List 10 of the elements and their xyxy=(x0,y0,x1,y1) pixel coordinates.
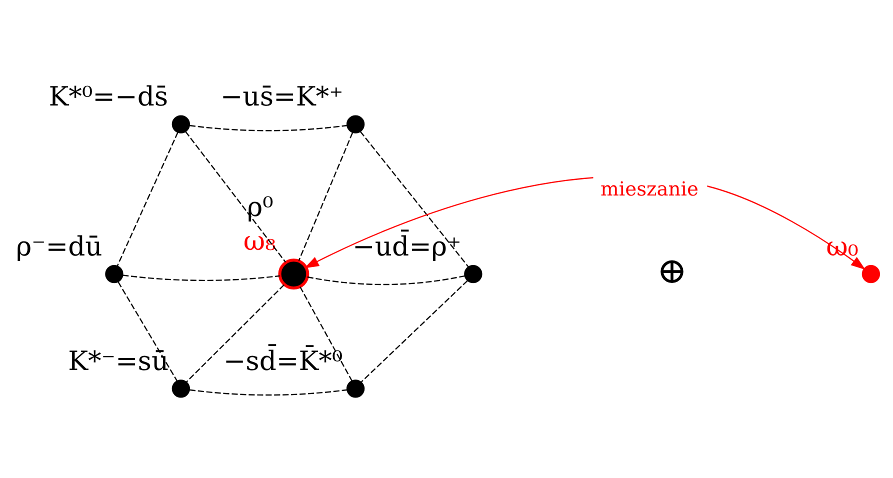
node-label: ω₈ xyxy=(243,225,276,256)
node-label: ρ⁰ xyxy=(247,191,274,222)
edge-label: mieszanie xyxy=(600,177,698,200)
node-label: ρ⁻=dū xyxy=(16,230,102,262)
node-label: −sd̄=K̄*⁰ xyxy=(223,345,343,376)
node-label: −ud̄=ρ⁺ xyxy=(352,230,462,262)
label: ⊕ xyxy=(656,248,688,292)
node-label: −us̄=K*⁺ xyxy=(220,81,344,112)
node-label: K*⁰=−ds̄ xyxy=(48,81,168,112)
node-label: K*⁻=sū xyxy=(68,345,169,376)
